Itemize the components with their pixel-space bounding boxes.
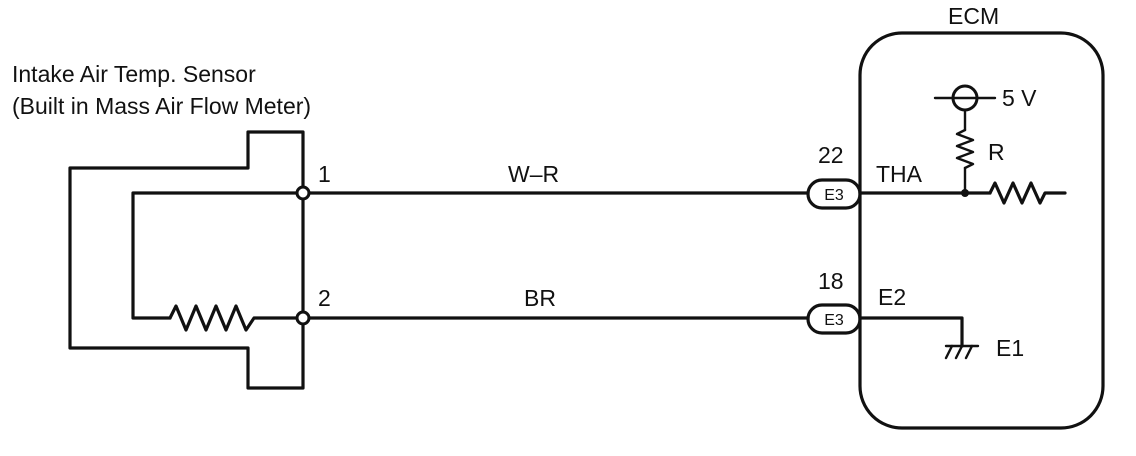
sensor-pin-2-label: 2 — [318, 285, 331, 311]
ecm-signal-e2: E2 — [878, 284, 906, 310]
pullup-resistor-r — [955, 128, 975, 170]
resistor-r-label: R — [988, 139, 1005, 165]
ecm-title: ECM — [948, 3, 999, 29]
sensor-title-line2: (Built in Mass Air Flow Meter) — [12, 93, 311, 119]
sensor-internal-wire-top — [131, 191, 305, 320]
supply-5v-label: 5 V — [1002, 85, 1037, 111]
sensor-terminal-2 — [295, 310, 311, 326]
sensor-title-line1: Intake Air Temp. Sensor — [12, 61, 256, 87]
wire-bottom-color-label: BR — [524, 285, 556, 311]
ecm-pin-18-label: 18 — [818, 268, 844, 294]
sensor-pin-1-label: 1 — [318, 161, 331, 187]
e2-ground-wire — [858, 316, 964, 348]
ecm-box — [858, 31, 1105, 430]
wire-top-color-label: W–R — [508, 161, 559, 187]
sensor-body-outline — [68, 130, 305, 390]
connector-bottom-label: E3 — [824, 312, 844, 329]
sensor-thermistor — [168, 304, 305, 332]
ecm-pin-22-label: 22 — [818, 142, 844, 168]
ground-e1-label: E1 — [996, 335, 1024, 361]
tha-input-resistor — [988, 181, 1067, 205]
ground-symbol — [944, 344, 980, 360]
ecm-signal-tha: THA — [876, 161, 923, 187]
sensor-terminal-1 — [295, 185, 311, 201]
connector-top-label: E3 — [824, 187, 844, 204]
